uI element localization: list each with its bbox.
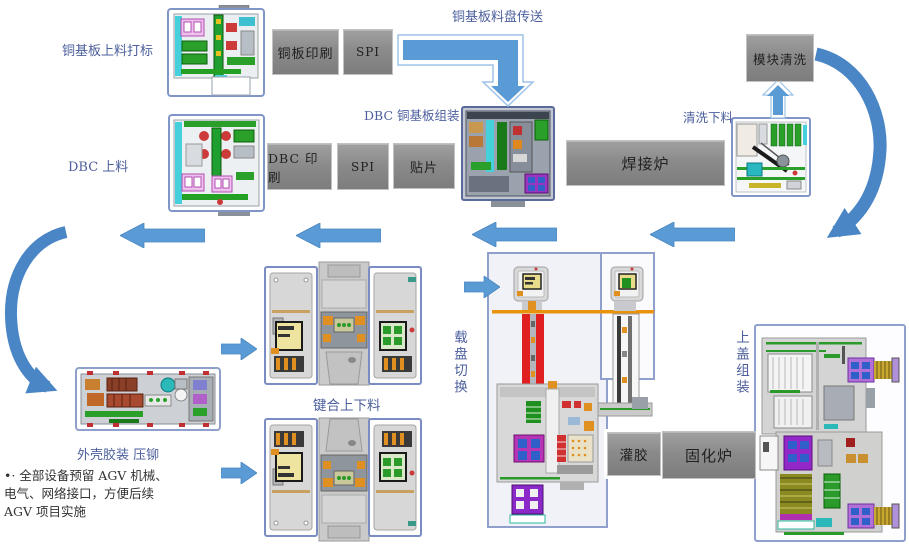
process-box-cure-furnace: 固化炉 (662, 431, 756, 479)
flow-arrow-left-4 (650, 222, 735, 247)
label-dbc-assembly: DBC 铜基板组装 (364, 108, 460, 123)
agv-note-line3: AGV 项目实施 (4, 503, 87, 519)
machine-image-bonding-top (264, 261, 422, 386)
machine-image-shell-glue-rivet (75, 367, 221, 431)
label-dbc-loading: DBC 上料 (68, 160, 129, 175)
process-box-chip-mount: 贴片 (393, 143, 455, 189)
agv-note: •· 全部设备预留 AGV 机械、 电气、网络接口，方便后续 AGV 项目实施 (4, 467, 179, 520)
label-shell-glue-rivet: 外壳胶装 压铆 (77, 448, 160, 463)
machine-image-dbc-assembly (461, 106, 555, 207)
machine-image-clean-unloading (731, 117, 811, 197)
machine-image-tray-switch-cell (487, 252, 655, 528)
process-box-module-clean: 模块清洗 (746, 34, 814, 82)
agv-note-line2: 电气、网络接口，方便后续 (4, 485, 155, 501)
process-box-dbc-print: DBC 印刷 (267, 143, 332, 190)
process-box-spi-mid: SPI (337, 143, 389, 190)
label-copper-loading-station: 铜基板上料打标 (62, 44, 154, 59)
label-tray-switch: 载盘切换 (451, 330, 467, 396)
process-box-copper-print: 铜板印刷 (272, 29, 339, 75)
flow-arrow-left-1 (120, 223, 205, 248)
flow-arrow-right-1 (221, 338, 257, 360)
machine-image-bonding-bottom (264, 417, 422, 542)
up-arrow-icon (762, 79, 794, 119)
flow-arrow-left-3 (472, 222, 557, 247)
label-clean-unloading: 清洗下料 (683, 110, 734, 125)
machine-image-copper-loading (167, 5, 265, 97)
tray-transfer-arrow-icon (397, 34, 535, 108)
flow-arrow-left-2 (296, 223, 381, 248)
curve-arrow-right-icon (814, 47, 887, 238)
curve-arrow-left-icon (4, 226, 68, 394)
process-box-spi-top: SPI (343, 29, 393, 75)
agv-note-line1: •· 全部设备预留 AGV 机械、 (4, 468, 168, 483)
machine-image-dbc-loading (168, 114, 265, 216)
machine-image-cover-assembly (754, 324, 906, 542)
process-box-glue-fill: 灌胶 (604, 429, 664, 479)
label-bonding-load-unload: 键合上下料 (313, 398, 381, 414)
flow-arrow-right-3 (464, 276, 500, 298)
process-box-solder-furnace: 焊接炉 (566, 140, 725, 186)
label-tray-transfer: 铜基板料盘传送 (452, 10, 544, 25)
label-cover-assembly: 上盖组装 (733, 330, 749, 396)
flow-arrow-right-2 (221, 462, 257, 484)
